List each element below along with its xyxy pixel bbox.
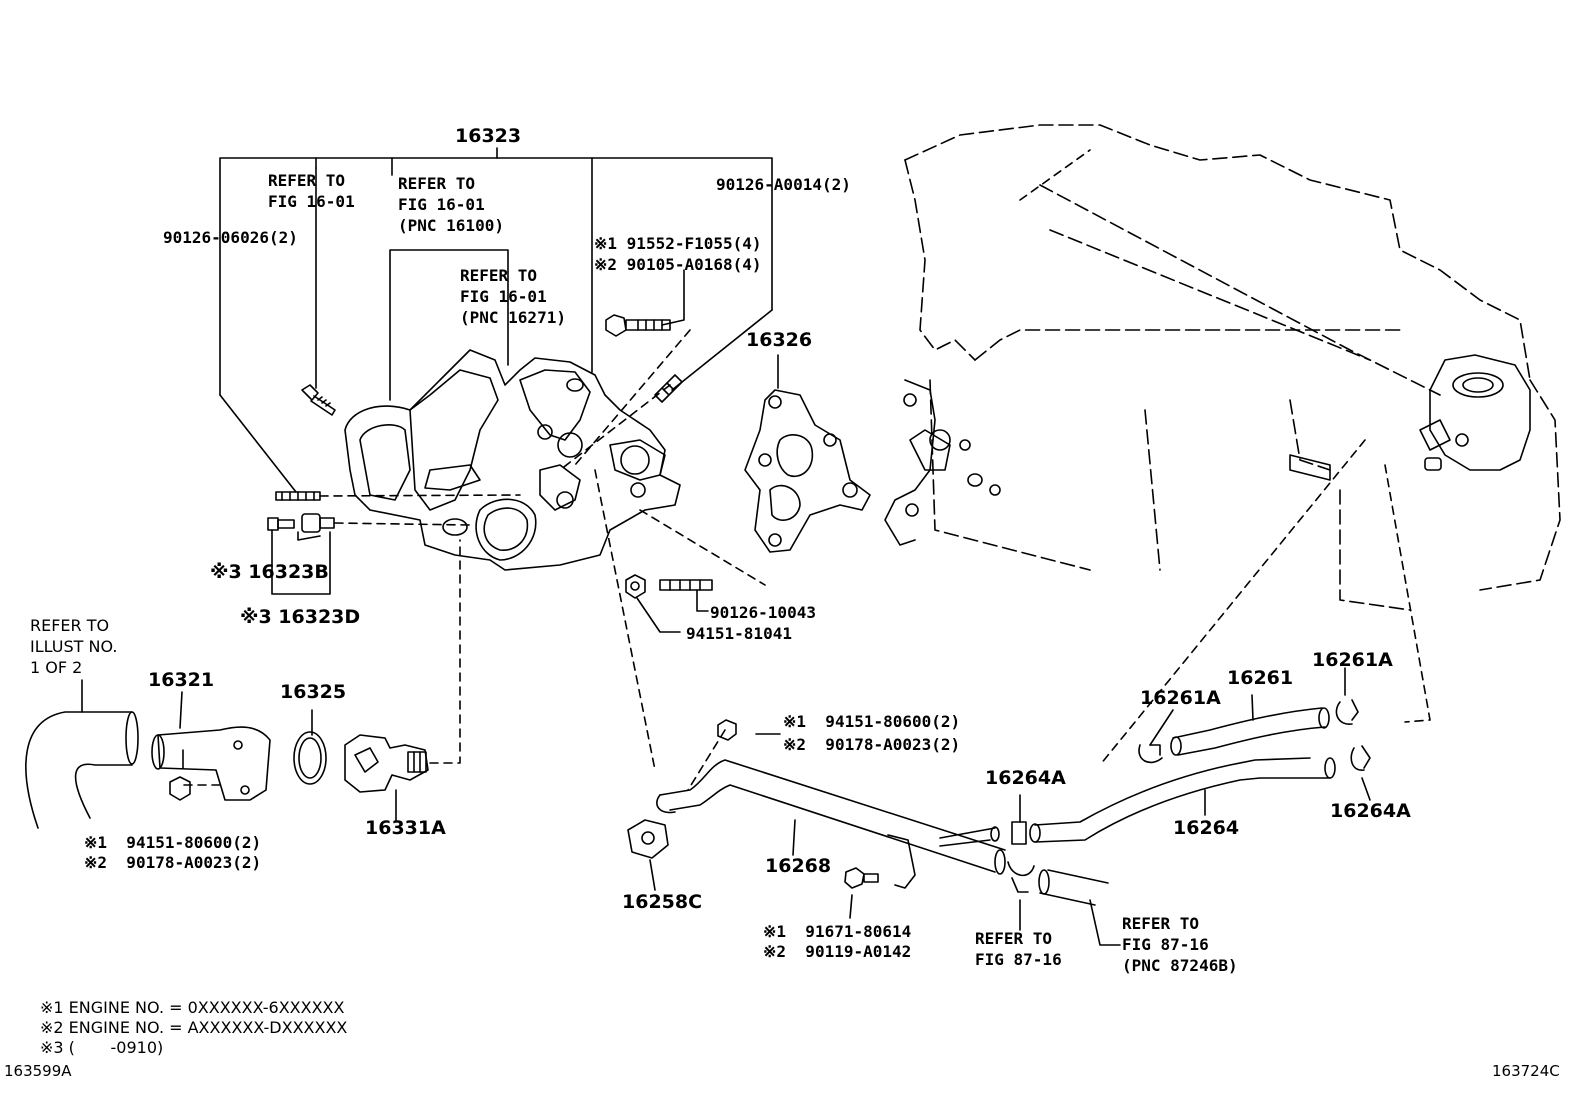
bolt-94151-80600-lower: ※1 94151-80600(2) xyxy=(84,833,262,852)
throttle-body xyxy=(1289,354,1531,481)
footnote-engine-1: ※1 ENGINE NO. = 0XXXXXX-6XXXXXX xyxy=(40,998,345,1017)
footnote-engine-2: ※2 ENGINE NO. = AXXXXXX-DXXXXXX xyxy=(40,1018,348,1037)
hose-16264 xyxy=(1029,757,1336,843)
gasket-16325 xyxy=(293,731,327,785)
gasket-16258C xyxy=(627,819,669,859)
part-16331A: 16331A xyxy=(365,817,446,839)
footnote-3: ※3 ( -0910) xyxy=(40,1038,164,1057)
part-16323D: ※3 16323D xyxy=(240,606,361,628)
thermostat-16331A xyxy=(344,734,429,793)
part-16261A-left: 16261A xyxy=(1140,687,1221,709)
illustration-code-right: 163724C xyxy=(1492,1062,1560,1080)
part-16326: 16326 xyxy=(746,329,813,351)
bolt-94151-81041: 94151-81041 xyxy=(686,624,792,643)
illustration-code-left: 163599A xyxy=(4,1062,72,1080)
part-16323: 16323 xyxy=(455,125,522,147)
bolt-90105-A0168: ※2 90105-A0168(4) xyxy=(594,255,762,274)
part-16268: 16268 xyxy=(765,855,832,877)
clamp-16264A-mid xyxy=(1007,821,1035,893)
stud-90126-A0014 xyxy=(654,374,683,403)
assembly-bracket-16323 xyxy=(219,147,773,493)
leader-81041 xyxy=(636,597,681,633)
bolt-94151-80600-upper: ※1 94151-80600(2) xyxy=(783,712,961,731)
part-16261: 16261 xyxy=(1227,667,1294,689)
bolt-upper xyxy=(301,384,336,416)
bolt-90119-A0142: ※2 90119-A0142 xyxy=(763,942,912,961)
bolt-90126-06026: 90126-06026(2) xyxy=(163,228,298,247)
bolt-90178-A0023-lower: ※2 90178-A0023(2) xyxy=(84,853,262,872)
part-16325: 16325 xyxy=(280,681,347,703)
nut-pipe-upper xyxy=(717,719,737,741)
refer-fig-16-01-b: REFER TO FIG 16-01 (PNC 16100) xyxy=(398,174,504,235)
gasket-16326 xyxy=(744,389,871,553)
part-16261A-right: 16261A xyxy=(1312,649,1393,671)
bolt-90126-A0014: 90126-A0014(2) xyxy=(716,175,851,194)
water-inlet-16321 xyxy=(151,726,271,801)
refer-fig-16-01-c: REFER TO FIG 16-01 (PNC 16271) xyxy=(460,266,566,327)
clamp-16261A-left xyxy=(1138,744,1163,764)
refer-fig-16-01-a: REFER TO FIG 16-01 xyxy=(268,171,355,211)
hose-87246B xyxy=(1038,869,1109,906)
water-pump-housing xyxy=(344,349,681,571)
leaders xyxy=(179,667,1371,946)
refer-illust-1-of-2: REFER TO ILLUST NO. 1 OF 2 xyxy=(30,616,118,677)
leader-10043 xyxy=(696,589,709,612)
bolt-16323B xyxy=(267,517,295,531)
alignment-lines xyxy=(181,149,1431,791)
bracket-16323B-D xyxy=(271,529,331,595)
hose-16261 xyxy=(1170,707,1330,756)
bypass-pipe-16268 xyxy=(656,759,1006,889)
stud-90126-10043 xyxy=(659,579,713,591)
nut-94151-81041 xyxy=(625,574,646,599)
bolt-91552 xyxy=(605,314,671,337)
bolt-91552-F1055: ※1 91552-F1055(4) xyxy=(594,234,762,253)
part-16258C: 16258C xyxy=(622,891,703,913)
stud-90126-06026 xyxy=(275,491,321,501)
bolt-90178-A0023-upper: ※2 90178-A0023(2) xyxy=(783,735,961,754)
bolt-90126-10043: 90126-10043 xyxy=(710,603,816,622)
engine-block-details xyxy=(884,379,1001,546)
part-16323B: ※3 16323B xyxy=(210,561,329,583)
clamp-16264A-right xyxy=(1350,745,1371,771)
bolt-91671 xyxy=(844,867,879,889)
bolt-91671-80614: ※1 91671-80614 xyxy=(763,922,912,941)
radiator-hose xyxy=(25,679,139,829)
part-16321: 16321 xyxy=(148,669,215,691)
fitting-16323D xyxy=(297,513,335,541)
part-16264: 16264 xyxy=(1173,817,1240,839)
part-16264A-mid: 16264A xyxy=(985,767,1066,789)
clamp-16261A-right xyxy=(1335,699,1359,725)
refer-fig-87-16-a: REFER TO FIG 87-16 xyxy=(975,929,1062,969)
engine-block-outline xyxy=(904,124,1561,611)
refer-fig-87-16-b: REFER TO FIG 87-16 (PNC 87246B) xyxy=(1122,914,1238,975)
part-16264A-right: 16264A xyxy=(1330,800,1411,822)
